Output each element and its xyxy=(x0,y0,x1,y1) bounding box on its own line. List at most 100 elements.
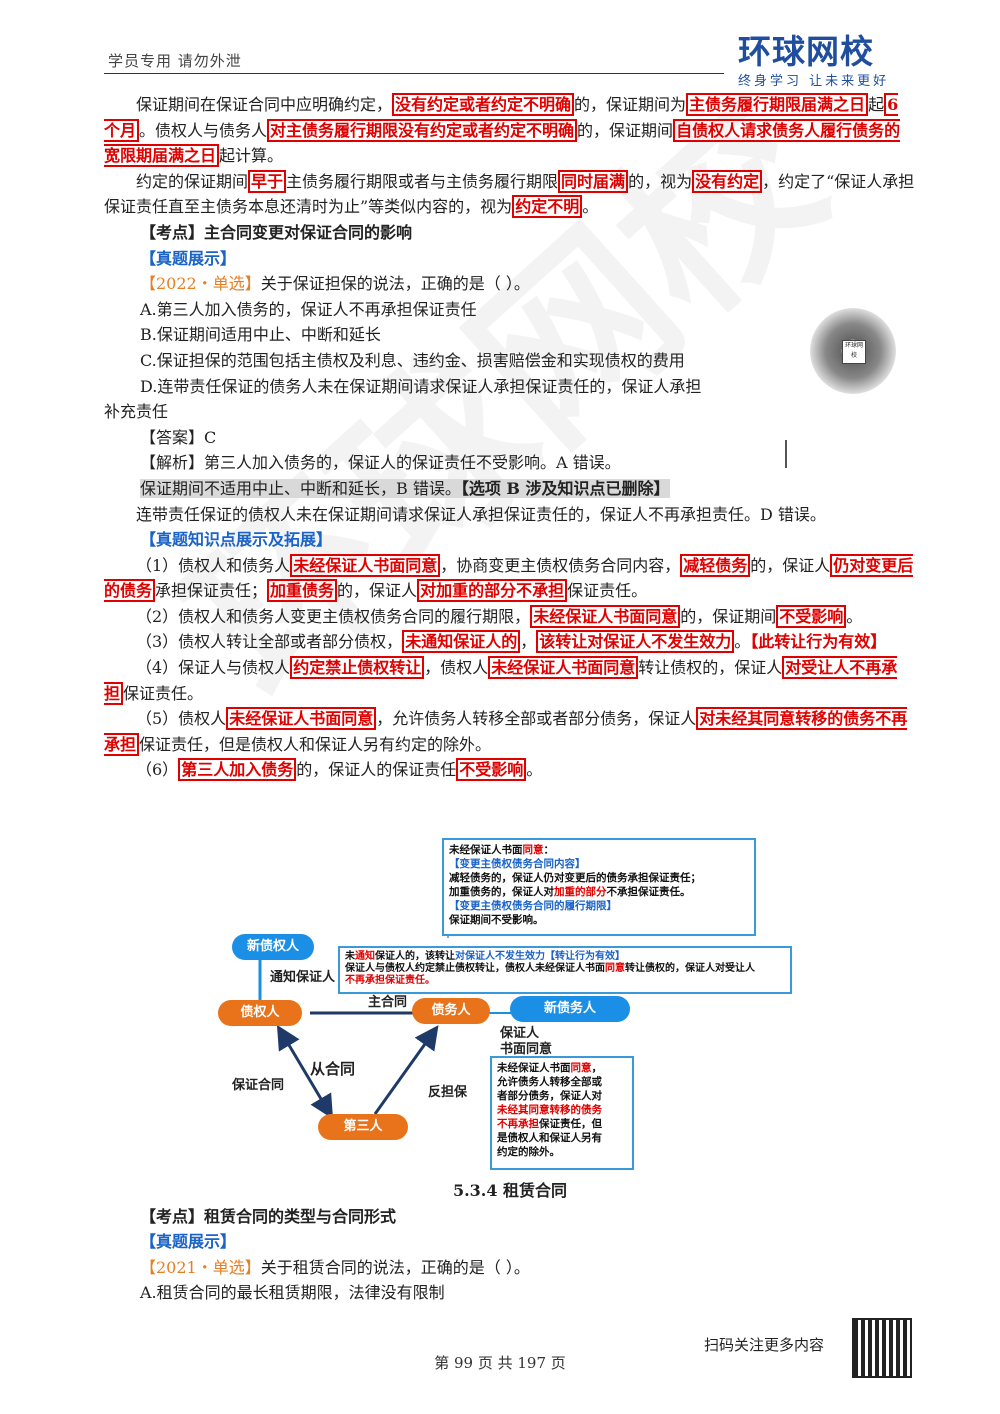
option-c: C.保证担保的范围包括主债权及利息、违约金、损害赔偿金和实现债权的费用 xyxy=(140,350,685,370)
text: 主债务履行期限或者与主债务履行期限 xyxy=(286,171,559,191)
highlight: 不受影响 xyxy=(456,758,527,782)
text: 起 xyxy=(868,95,885,114)
connector-guarantee xyxy=(276,1024,334,1120)
label-notify-guarantor: 通知保证人 xyxy=(270,970,336,985)
highlight: 没有约定或者约定不明确 xyxy=(392,93,575,116)
node-creditor: 债权人 xyxy=(218,1000,302,1026)
text: ，债权人 xyxy=(424,658,489,678)
zhenti-heading-2: 【真题展示】 xyxy=(140,1232,237,1252)
highlight: 第三人加入债务 xyxy=(178,758,297,782)
highlight: 未经保证人书面同意 xyxy=(530,604,681,628)
text: 未经保证人书面 xyxy=(449,844,523,856)
node-new-debtor: 新债务人 xyxy=(510,996,630,1022)
answer: 【答案】C xyxy=(140,427,217,447)
paragraph-agreed-period: 约定的保证期间早于主债务履行期限或者与主债务履行期限同时届满的，视为没有约定，约… xyxy=(104,169,916,220)
text: 的，保证人的保证责任 xyxy=(296,760,457,780)
text: （5）债权人 xyxy=(136,709,227,729)
box-line: 者部分债务，保证人对 xyxy=(497,1090,602,1102)
header-left-text: 学员专用 请勿外泄 xyxy=(108,52,242,70)
highlight: 约定禁止债权转让 xyxy=(290,656,425,680)
question-text: 关于保证担保的说法，正确的是（ ）。 xyxy=(260,274,530,294)
text: 通知 xyxy=(355,951,375,962)
label-guarantee-contract: 保证合同 xyxy=(232,1078,285,1093)
highlight: 对受让人不再承担 xyxy=(104,656,898,705)
brand-logo: 环球网校 终身学习 让未来更好 xyxy=(738,32,918,90)
highlight: 同时届满 xyxy=(558,169,629,193)
highlight: 对加重的部分不承担 xyxy=(417,579,568,603)
connector-counter xyxy=(373,1025,439,1115)
text: 保证责任。 xyxy=(123,683,204,703)
red-note: 【此转让行为有效】 xyxy=(750,632,887,652)
text: 约定的保证期间 xyxy=(136,171,249,191)
option-b: B.保证期间适用中止、中断和延长 xyxy=(140,325,381,345)
text: 。 xyxy=(846,606,863,626)
question-tag: 【2022・单选】 xyxy=(140,274,261,294)
logo-main-text: 环球网校 xyxy=(738,32,874,71)
highlight: 未经保证人书面同意 xyxy=(488,656,639,680)
text: 保证责任，但 xyxy=(539,1118,602,1130)
box-line: 未经保证人书面同意， xyxy=(497,1061,627,1075)
analysis-deleted: 保证期间不适用中止、中断和延长，B 错误。【选项 B 涉及知识点已删除】 xyxy=(140,478,670,498)
highlight: 未经保证人书面同意 xyxy=(290,553,441,577)
kaodian-heading: 【考点】主合同变更对保证合同的影响 xyxy=(140,222,413,242)
text: 的，保证期间 xyxy=(577,120,674,140)
question-tag: 【2021・单选】 xyxy=(140,1257,261,1277)
guarantee-relationship-diagram: 新债权人 债权人 债务人 新债务人 第三人 通知保证人 主合同 保证人 书面同意… xyxy=(210,838,800,1173)
analysis-line2: 保证期间不适用中止、中断和延长，B 错误。【选项 B 涉及知识点已删除】 xyxy=(104,476,916,502)
text: ，允许债务人转移全部或者部分债务，保证人 xyxy=(376,709,697,729)
highlight: 6 个月 xyxy=(104,93,899,142)
text: 保证期间不适用中止、中断和延长，B 错误。 xyxy=(140,478,461,498)
analysis-line3: 连带责任保证的债权人未在保证期间请求保证人承担保证责任的，保证人不再承担责任。D… xyxy=(136,504,826,524)
kuozhan-heading: 【真题知识点展示及拓展】 xyxy=(140,530,333,550)
text: 加重的部分 xyxy=(554,886,607,898)
note-box-transfer-claim: 未通知保证人的，该转让对保证人不发生效力【转让行为有效】 保证人与债权人约定禁止… xyxy=(338,946,792,994)
deleted-note: 【选项 B 涉及知识点已删除】 xyxy=(460,478,670,498)
text: ，协商变更主债权债务合同内容， xyxy=(440,555,681,575)
option-a-2: A.租赁合同的最长租赁期限，法律没有限制 xyxy=(140,1283,445,1303)
text: 保证责任，但是债权人和保证人另有约定的除外。 xyxy=(139,734,492,754)
box-line: 未通知保证人的，该转让对保证人不发生效力【转让行为有效】 xyxy=(345,951,785,963)
highlight: 仍对变更后的债务 xyxy=(104,553,914,603)
question-stem-2: 【2021・单选】关于租赁合同的说法，正确的是（ ）。 xyxy=(104,1255,916,1281)
text: （6） xyxy=(136,760,179,780)
text: 。 xyxy=(526,760,543,780)
highlight: 自债权人请求债务人履行债务的宽限期届满之日 xyxy=(104,118,901,168)
highlight: 没有约定 xyxy=(692,169,763,193)
highlight: 对主债务履行期限没有约定或者约定不明确 xyxy=(267,118,578,142)
text: （2）债权人和债务人变更主债权债务合同的履行期限， xyxy=(136,606,531,626)
node-new-creditor: 新债权人 xyxy=(232,934,314,960)
highlight: 早于 xyxy=(248,169,287,193)
box-line: 允许债务人转移全部或 xyxy=(497,1076,602,1088)
text: 保证责任。 xyxy=(567,581,648,601)
option-d-cont: 补充责任 xyxy=(104,402,169,422)
box-line: 不再承担保证责任，但 xyxy=(497,1117,627,1131)
label-consent-1: 保证人 xyxy=(500,1026,540,1041)
document-body: 保证期间在保证合同中应明确约定，没有约定或者约定不明确的，保证期间为主债务履行期… xyxy=(104,92,916,783)
qr-code: 环球网校 xyxy=(810,308,896,394)
text: 同意 xyxy=(605,963,625,974)
text: ： xyxy=(543,844,555,856)
knowledge-item-2: （2）债权人和债务人变更主债权债务合同的履行期限，未经保证人书面同意的，保证期间… xyxy=(104,604,916,630)
text: 保证人与债权人约定禁止债权转让，债权人未经保证人书面 xyxy=(345,963,605,974)
text: 的，保证人 xyxy=(750,555,831,575)
text: 承担保证责任； xyxy=(155,581,268,601)
text: （3）债权人转让全部或者部分债权， xyxy=(136,632,403,652)
text: 的，保证期间为 xyxy=(574,95,687,114)
knowledge-item-5: （5）债权人未经保证人书面同意，允许债务人转移全部或者部分债务，保证人对未经其同… xyxy=(104,706,916,757)
text: 加重债务的，保证人对 xyxy=(449,886,554,898)
label-consent-2: 书面同意 xyxy=(500,1042,553,1057)
box-line: 保证人与债权人约定禁止债权转让，债权人未经保证人书面同意转让债权的，保证人对受让… xyxy=(345,963,785,975)
text: 。 xyxy=(734,632,751,652)
highlight: 未经保证人书面同意 xyxy=(226,707,377,731)
text: （4）保证人与债权人 xyxy=(136,658,291,678)
box-line: 不再承担保证责任。 xyxy=(345,975,435,986)
highlight: 约定不明 xyxy=(512,195,583,219)
page-number: 第 99 页 共 197 页 xyxy=(434,1354,566,1372)
label-sub-contract: 从合同 xyxy=(310,1060,356,1078)
knowledge-item-4: （4）保证人与债权人约定禁止债权转让，债权人未经保证人书面同意转让债权的，保证人… xyxy=(104,655,916,706)
vertical-rule xyxy=(785,440,787,468)
text: 未 xyxy=(345,951,355,962)
text: （1）债权人和债务人 xyxy=(136,555,291,575)
box-line: 【变更主债权债务合同的履行期限】 xyxy=(449,900,617,912)
header-divider xyxy=(104,73,724,74)
